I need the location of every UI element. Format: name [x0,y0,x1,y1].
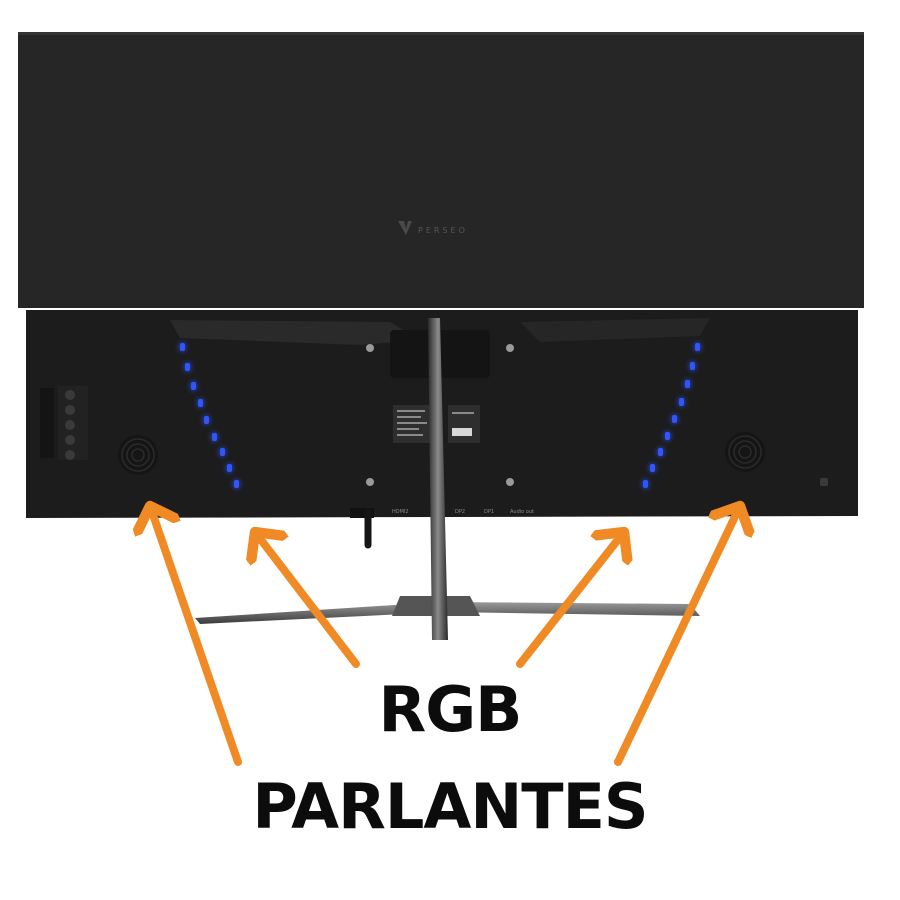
brand-logo-text: PERSEO [418,226,468,235]
arrow-rgb-right [516,532,624,668]
lock-slot [820,478,828,486]
arrow-speaker-right [614,506,740,766]
port-label-audio-out: Audio out [510,509,534,515]
spec-label [393,405,480,443]
stand-neck [428,318,448,640]
control-buttons [40,386,88,460]
port-label-hdmi2: HDMI2 [392,509,409,515]
rgb-led-strip-left [180,343,239,488]
callout-speakers-label: PARLANTES [252,770,648,843]
callout-rgb-label: RGB [378,673,523,746]
speaker-left [118,435,158,475]
brand-logo: PERSEO [398,221,468,235]
arrow-speaker-left [150,506,242,766]
arrow-rgb-left [255,532,360,668]
speaker-right [725,432,765,472]
rgb-led-strip-right [643,343,700,488]
port-label-dp2: DP2 [455,509,465,515]
port-labels: HDMI2 DP2 DP1 Audio out [350,508,534,518]
port-label-dp1: DP1 [484,509,494,515]
stand-base [195,596,700,624]
callout-arrows [150,506,740,766]
monitor-upper-panel [18,32,864,308]
